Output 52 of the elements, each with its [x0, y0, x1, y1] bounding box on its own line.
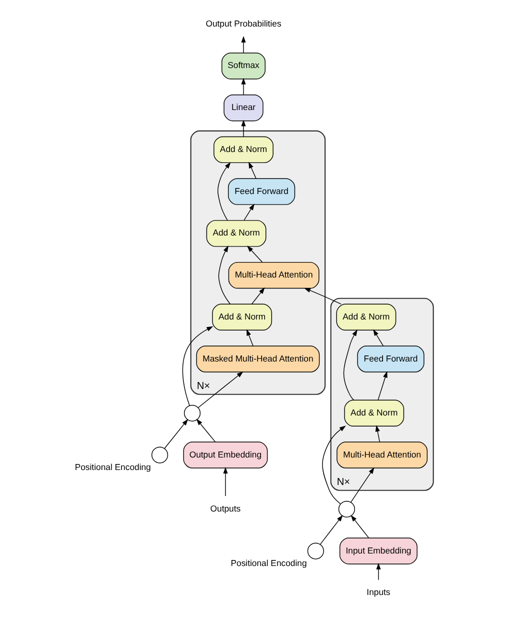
node-box: Add & Norm — [213, 136, 273, 164]
cluster — [190, 130, 326, 395]
arrow — [240, 36, 246, 54]
arrow — [250, 287, 264, 304]
node-circle — [306, 542, 324, 560]
arrow — [196, 418, 216, 442]
node-label: N× — [196, 380, 210, 392]
node-box: Feed Forward — [356, 346, 424, 372]
node-box: Masked Multi-Head Attention — [196, 346, 320, 372]
node-text: Output Probabilities — [205, 18, 281, 28]
arrow — [218, 246, 230, 304]
node-circle — [338, 500, 355, 518]
arrow — [377, 371, 387, 400]
arrow — [217, 162, 230, 221]
arrow — [240, 78, 246, 96]
arrow — [246, 246, 262, 263]
node-box: Softmax — [221, 52, 266, 80]
node-label: Positional Encoding — [230, 558, 306, 568]
arrow — [197, 372, 243, 408]
arrow — [222, 467, 228, 496]
arrow — [376, 562, 380, 580]
node-box: Add & Norm — [212, 304, 272, 331]
node-box: Add & Norm — [206, 220, 266, 247]
arrow — [350, 467, 374, 503]
arrow — [350, 515, 369, 538]
node-box: Input Embedding — [339, 538, 417, 564]
node-circle — [150, 446, 168, 464]
arrow — [248, 162, 256, 179]
node-box: Multi-Head Attention — [228, 262, 319, 289]
node-box: Output Embedding — [182, 442, 268, 468]
node-text: Outputs — [210, 503, 240, 514]
node-circle — [183, 404, 200, 422]
cluster — [330, 298, 434, 491]
arrow — [319, 515, 342, 545]
arrow — [372, 329, 384, 346]
node-label: Positional Encoding — [74, 462, 150, 472]
arrow — [304, 288, 341, 304]
node-box: Linear — [223, 94, 263, 122]
arrow — [240, 120, 246, 137]
arrow — [374, 425, 380, 442]
node-text: Inputs — [366, 587, 390, 598]
arrow — [342, 329, 357, 400]
arrow — [164, 419, 188, 449]
node-label: N× — [336, 476, 350, 488]
arrow — [243, 204, 254, 221]
node-box: Add & Norm — [344, 400, 404, 426]
node-box: Feed Forward — [227, 178, 295, 205]
node-box: Multi-Head Attention — [336, 442, 428, 468]
node-box: Add & Norm — [336, 304, 396, 331]
arrow — [182, 326, 213, 406]
arrow — [322, 426, 346, 504]
arrow — [246, 329, 253, 346]
